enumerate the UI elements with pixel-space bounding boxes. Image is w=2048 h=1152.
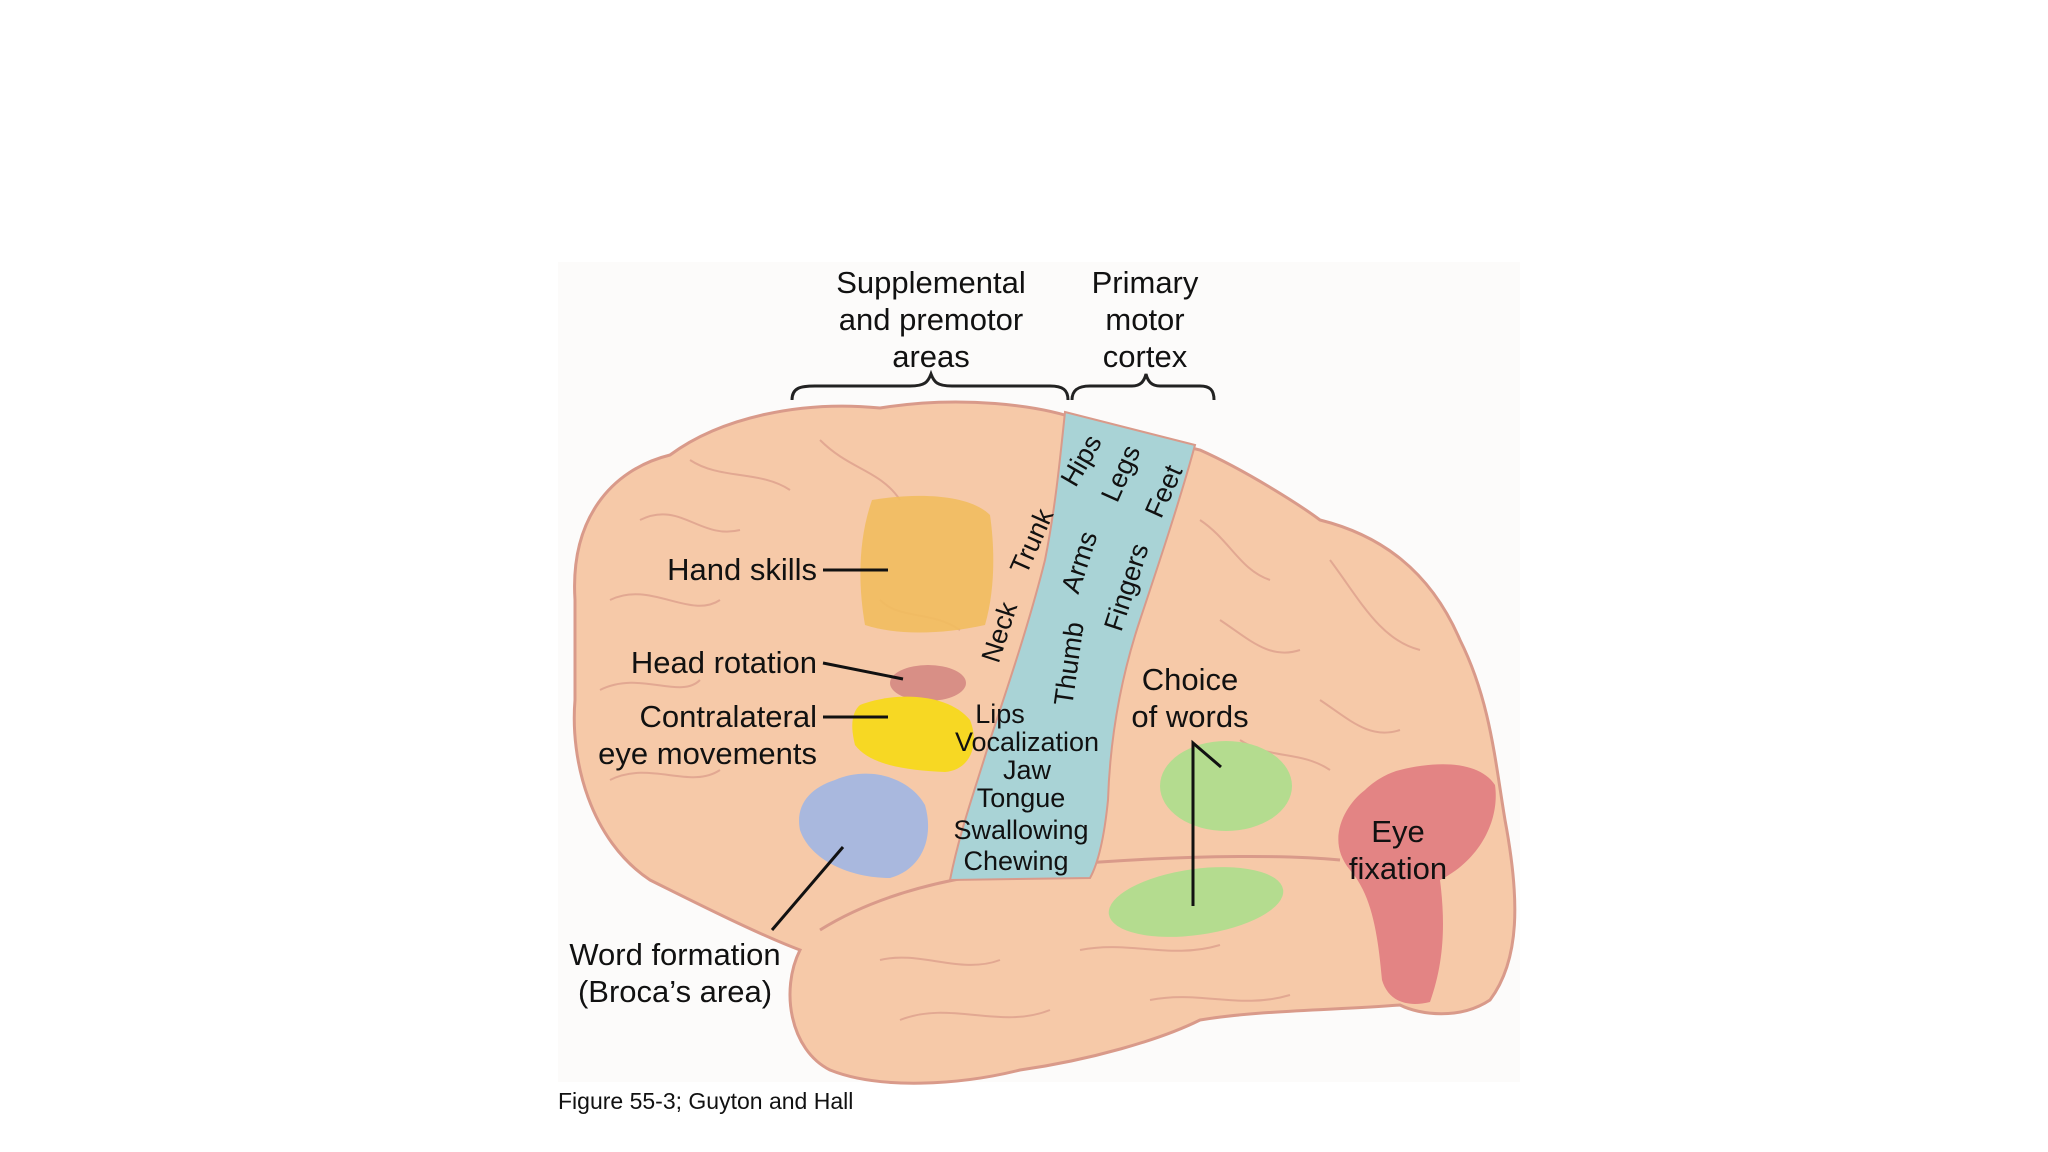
leader-lines — [770, 568, 1222, 931]
primary-line-3: cortex — [1103, 339, 1188, 374]
head-rotation-label: Head rotation — [631, 645, 817, 680]
eye-fixation-region — [1338, 764, 1496, 1004]
primary-line-2: motor — [1105, 302, 1184, 337]
eye-fixation-line-2: fixation — [1349, 851, 1447, 886]
left-labels: Hand skills Head rotation Contralateral … — [569, 552, 817, 1009]
head-rotation-region — [890, 665, 966, 701]
eye-movements-region — [852, 696, 974, 772]
figure-caption: Figure 55-3; Guyton and Hall — [558, 1088, 854, 1114]
supplemental-line-1: Supplemental — [836, 265, 1026, 300]
hand-skills-region — [860, 495, 994, 633]
primary-brace — [1070, 373, 1216, 401]
contralateral-line-1: Contralateral — [640, 699, 817, 734]
word-formation-line-2: (Broca’s area) — [578, 974, 772, 1009]
motor-strip-lower-labels: Lips Vocalization Jaw Tongue Swallowing … — [953, 699, 1099, 876]
supplemental-line-3: areas — [892, 339, 970, 374]
broca-leader — [770, 846, 845, 931]
choice-of-words-region-upper — [1160, 741, 1292, 831]
header-labels: Supplemental and premotor areas Primary … — [836, 265, 1199, 374]
broca-region — [799, 773, 929, 878]
word-formation-line-1: Word formation — [569, 937, 780, 972]
temporal-lobe-outline — [819, 854, 1341, 932]
strip-label-lips: Lips — [975, 699, 1025, 729]
choice-of-words-line-1: Choice — [1142, 662, 1239, 697]
choice-of-words-line-2: of words — [1131, 699, 1248, 734]
strip-label-vocalization: Vocalization — [955, 727, 1099, 757]
primary-motor-strip — [948, 410, 1197, 882]
contralateral-line-2: eye movements — [598, 736, 817, 771]
choice-of-words-leader — [1191, 739, 1222, 906]
choice-of-words-region-lower — [1108, 867, 1284, 937]
hand-skills-label: Hand skills — [667, 552, 817, 587]
right-labels: Choice of words Eye fixation — [1131, 662, 1447, 886]
primary-line-1: Primary — [1092, 265, 1199, 300]
eye-fixation-line-1: Eye — [1371, 814, 1424, 849]
strip-label-chewing: Chewing — [963, 846, 1068, 876]
strip-label-tongue: Tongue — [977, 783, 1066, 813]
strip-label-swallowing: Swallowing — [953, 815, 1088, 845]
supplemental-line-2: and premotor — [839, 302, 1023, 337]
supplemental-brace — [790, 369, 1070, 401]
strip-label-jaw: Jaw — [1003, 755, 1052, 785]
head-rotation-leader — [822, 661, 904, 681]
